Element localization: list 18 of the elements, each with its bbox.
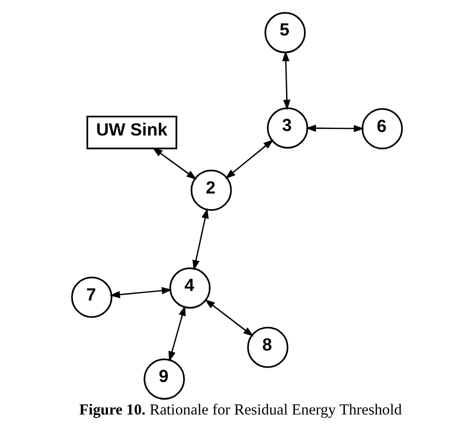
arrow (192, 208, 209, 271)
node-circle: 8 (247, 326, 288, 368)
node-circle: 9 (144, 358, 185, 400)
arrow (225, 139, 274, 179)
node-circle: 4 (169, 267, 211, 309)
arrow (282, 50, 290, 110)
arrow (306, 124, 364, 132)
node-circle: 3 (266, 107, 308, 149)
node-circle: 5 (264, 12, 306, 54)
arrow (204, 299, 254, 337)
caption: Figure 10. Rationale for Residual Energy Threshold (79, 401, 402, 418)
node-circle: 6 (362, 108, 403, 150)
arrow (110, 287, 172, 298)
node-circle: 7 (71, 276, 112, 318)
node-box: UW Sink (86, 116, 178, 150)
arrow (152, 147, 197, 180)
node-circle: 2 (190, 170, 232, 211)
arrow (168, 305, 186, 362)
